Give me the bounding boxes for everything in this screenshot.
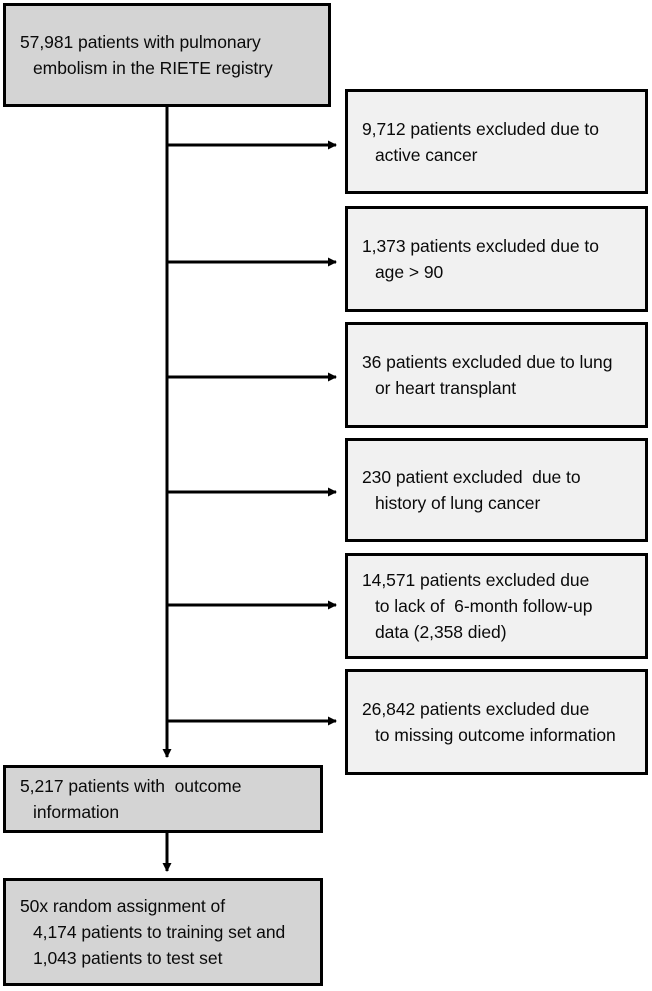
node-text-line: 9,712 patients excluded due to (362, 118, 599, 139)
node-text-line: 230 patient excluded due to (362, 467, 581, 487)
node-text-line: embolism in the RIETE registry (33, 58, 273, 78)
node-text-line: 57,981 patients with pulmonary (20, 32, 261, 52)
node-exclusion-transplant: 36 patients excluded due to lung or hear… (345, 322, 648, 428)
node-text-line: information (33, 802, 120, 822)
node-exclusion-age: 1,373 patients excluded due to age > 90 (345, 206, 648, 312)
node-text-line: 36 patients excluded due to lung (362, 352, 613, 372)
node-text-line: to lack of 6-month follow-up (375, 596, 593, 616)
node-exclusion-active-cancer: 9,712 patients excluded due to active ca… (345, 89, 648, 194)
node-random-assignment: 50x random assignment of 4,174 patients … (3, 878, 323, 986)
node-exclusion-missing-outcome: 26,842 patients excluded due to missing … (345, 669, 648, 775)
node-text-line: 5,217 patients with outcome (20, 776, 242, 796)
node-exclusion-lung-cancer-history: 230 patient excluded due to history of l… (345, 438, 648, 542)
node-text-line: 14,571 patients excluded due (362, 570, 590, 590)
node-text-line: age > 90 (375, 262, 444, 282)
node-text-line: or heart transplant (375, 378, 517, 398)
node-text-line: 4,174 patients to training set and (33, 922, 286, 942)
node-text-line: 1,043 patients to test set (33, 948, 223, 968)
node-cohort-start: 57,981 patients with pulmonary embolism … (3, 3, 331, 107)
node-text-line: active cancer (375, 144, 478, 165)
node-exclusion-followup: 14,571 patients excluded due to lack of … (345, 553, 648, 659)
node-text-line: history of lung cancer (375, 493, 541, 513)
node-text-line: 26,842 patients excluded due (362, 699, 590, 719)
node-cohort-with-outcome: 5,217 patients with outcome information (3, 765, 323, 833)
node-text-line: 1,373 patients excluded due to (362, 236, 599, 256)
node-text-line: 50x random assignment of (20, 896, 226, 916)
node-text-line: data (2,358 died) (375, 622, 507, 642)
node-text-line: to missing outcome information (375, 725, 616, 745)
